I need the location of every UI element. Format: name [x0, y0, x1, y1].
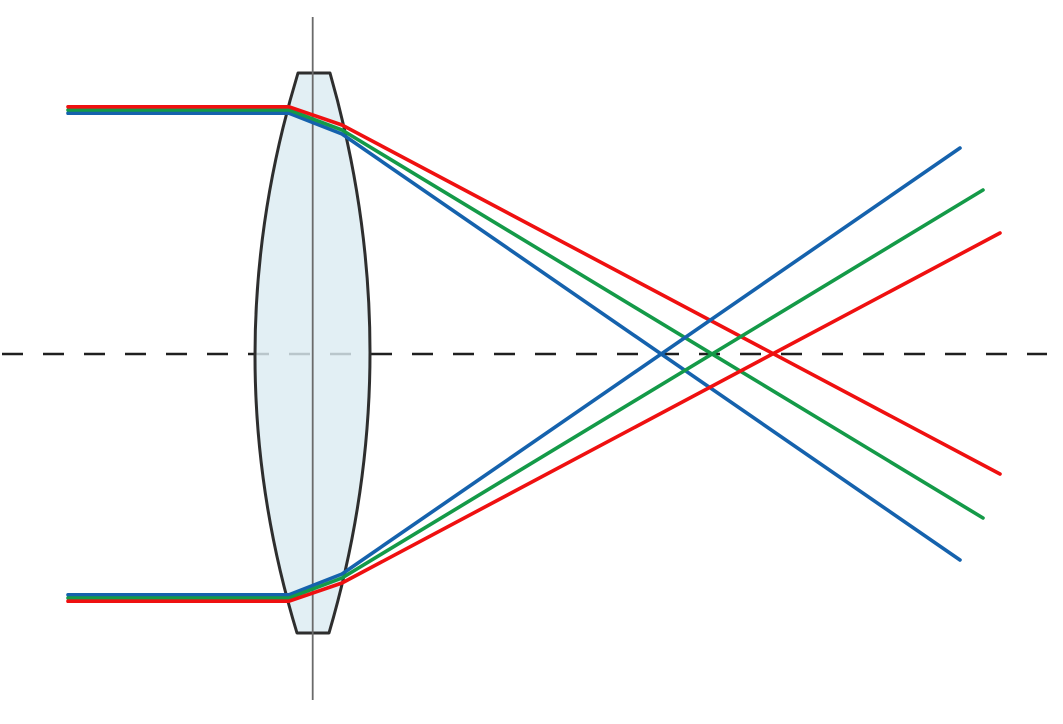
ray-bottom-blue — [66, 146, 962, 597]
ray-bottom-green — [66, 188, 985, 600]
ray-bottom-red — [66, 231, 1002, 604]
ray-top-red — [66, 105, 1002, 476]
ray-top-green — [66, 108, 985, 520]
ray-top-blue — [66, 111, 962, 562]
